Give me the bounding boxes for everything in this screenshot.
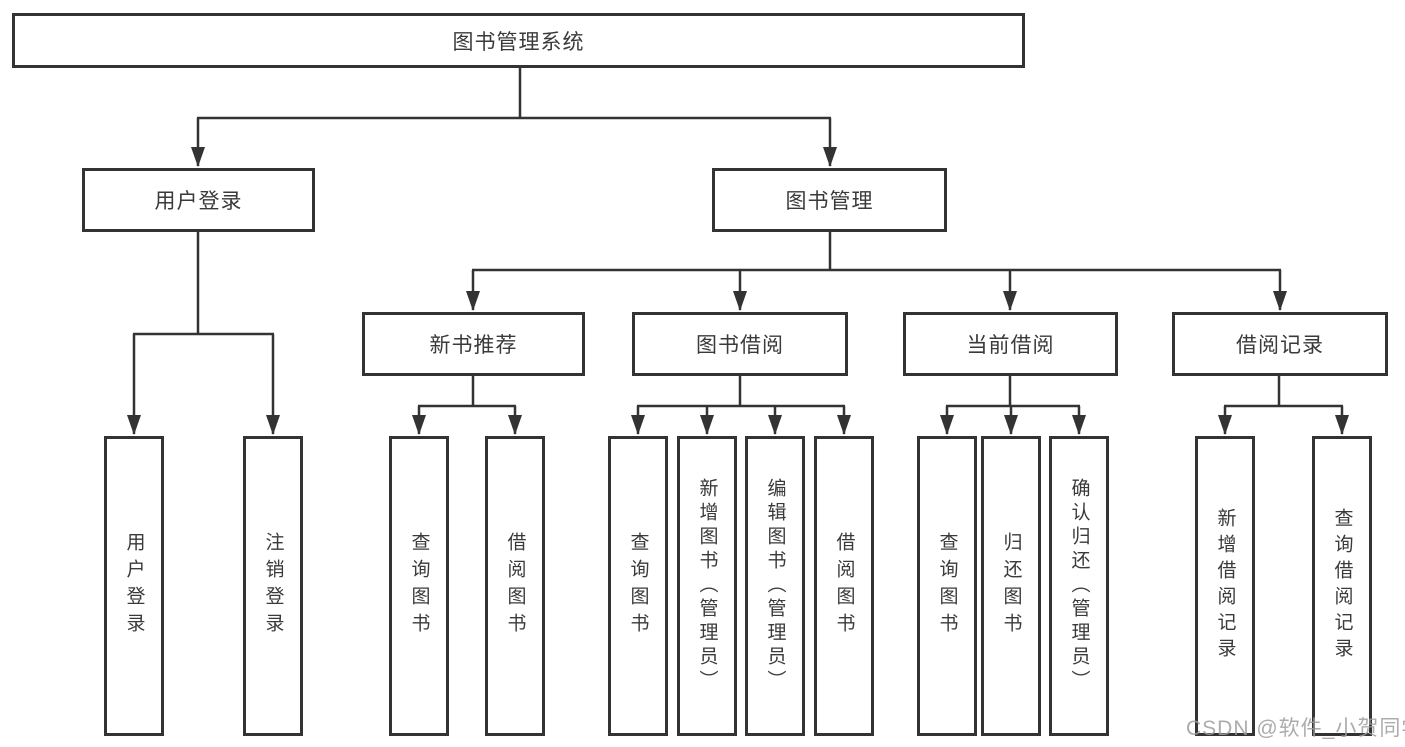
- connector-group-book-mgmt: [466, 232, 1287, 311]
- connector-group-root: [191, 68, 837, 167]
- connector-group-new-book-rec: [412, 376, 522, 435]
- leaf-bb-query-books: 查询图书: [608, 436, 668, 736]
- connector-group-user-login: [127, 232, 280, 435]
- leaf-bb-edit-books-admin: 编辑图书（管理员）: [745, 436, 805, 736]
- node-new-book-rec: 新书推荐: [362, 312, 585, 376]
- connector-group-current-borrow: [940, 376, 1086, 435]
- node-user-login: 用户登录: [82, 168, 315, 232]
- node-borrow-records: 借阅记录: [1172, 312, 1388, 376]
- node-current-borrow: 当前借阅: [903, 312, 1118, 376]
- leaf-cb-confirm-return-admin: 确认归还（管理员）: [1049, 436, 1109, 736]
- leaf-bb-borrow-books: 借阅图书: [814, 436, 874, 736]
- connector-group-book-borrow: [631, 376, 851, 435]
- leaf-nbr-query-books: 查询图书: [389, 436, 449, 736]
- leaf-cb-query-books: 查询图书: [917, 436, 977, 736]
- leaf-bb-add-books-admin: 新增图书（管理员）: [677, 436, 737, 736]
- connector-group-borrow-records: [1218, 376, 1349, 435]
- leaf-nbr-borrow-books: 借阅图书: [485, 436, 545, 736]
- leaf-cb-return-books: 归还图书: [981, 436, 1041, 736]
- leaf-user-login: 用户登录: [104, 436, 164, 736]
- leaf-logout-login: 注销登录: [243, 436, 303, 736]
- node-book-mgmt: 图书管理: [712, 168, 947, 232]
- node-book-borrow: 图书借阅: [632, 312, 848, 376]
- node-root: 图书管理系统: [12, 13, 1025, 68]
- leaf-br-query-borrow-record: 查询借阅记录: [1312, 436, 1372, 736]
- watermark: CSDN @软件_小贺同学: [1186, 717, 1405, 740]
- leaf-br-add-borrow-record: 新增借阅记录: [1195, 436, 1255, 736]
